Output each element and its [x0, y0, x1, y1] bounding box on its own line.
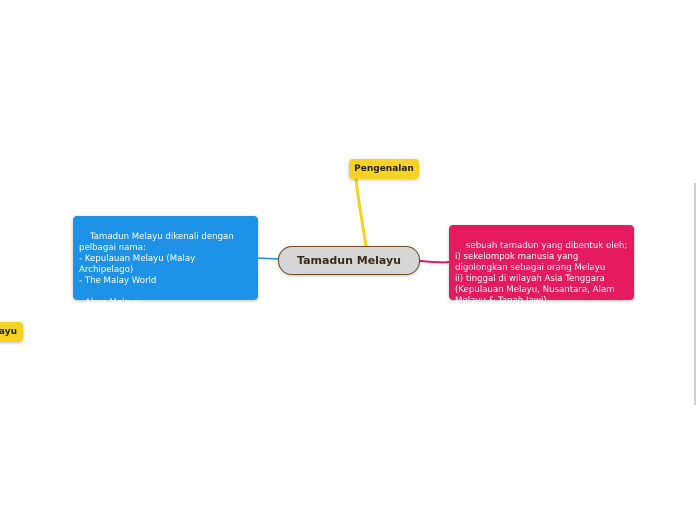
note-names[interactable]: Tamadun Melayu dikenali dengan pelbagai …	[73, 216, 258, 308]
connector-names-note	[257, 257, 279, 260]
connector-definition-note	[419, 260, 450, 264]
note-definition[interactable]: sebuah tamadun yang dibentuk oleh; i) se…	[449, 225, 634, 306]
connector-pengenalan	[354, 178, 368, 247]
topic-pengenalan[interactable]: Pengenalan	[349, 159, 419, 179]
topic-left-label: ayu	[0, 327, 17, 337]
topic-left-offscreen[interactable]: ayu	[0, 322, 23, 342]
topic-pengenalan-label: Pengenalan	[354, 164, 414, 174]
note-definition-text: sebuah tamadun yang dibentuk oleh; i) se…	[455, 241, 628, 306]
note-names-text: Tamadun Melayu dikenali dengan pelbagai …	[79, 232, 234, 308]
central-topic-label: Tamadun Melayu	[296, 254, 402, 267]
central-topic[interactable]: Tamadun Melayu	[278, 246, 420, 275]
scrollbar[interactable]	[694, 183, 696, 405]
